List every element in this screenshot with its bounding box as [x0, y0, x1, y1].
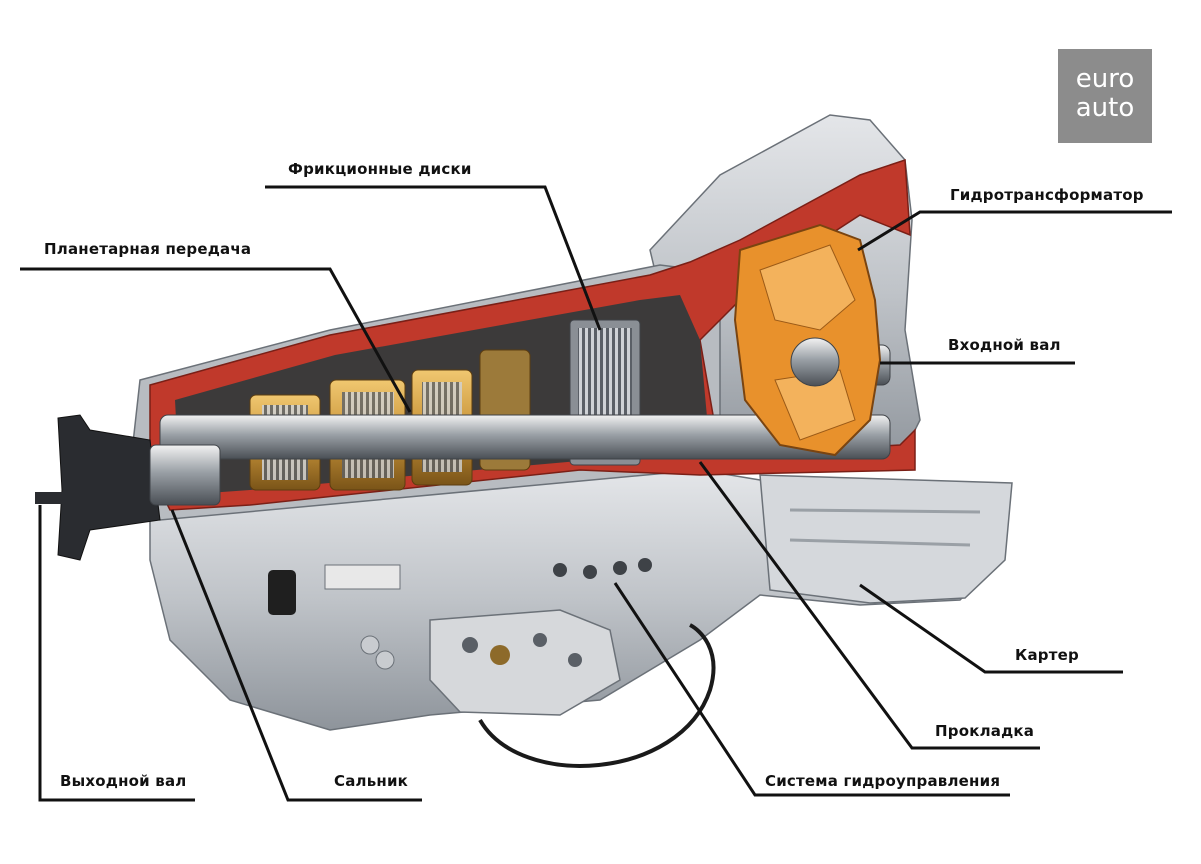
label-gasket: Прокладка	[935, 722, 1035, 740]
oil-pan	[759, 474, 1013, 604]
label-friction-discs: Фрикционные диски	[288, 160, 472, 178]
leader-oil-pan	[859, 583, 1123, 674]
output-flange	[35, 414, 221, 561]
main-shaft	[159, 414, 891, 460]
leader-output-shaft	[38, 505, 195, 802]
logo-line-2: auto	[1075, 93, 1135, 123]
torque-converter	[733, 223, 882, 457]
leader-hydraulic-control	[613, 582, 1010, 797]
label-torque-converter: Гидротрансформатор	[950, 186, 1144, 204]
hydraulic-control-unit	[268, 558, 716, 768]
label-output-shaft: Выходной вал	[60, 772, 187, 790]
label-input-shaft: Входной вал	[948, 336, 1061, 354]
leader-torque-converter	[857, 210, 1172, 252]
leader-gasket	[698, 461, 1040, 750]
label-hydraulic-control: Система гидроуправления	[765, 772, 1001, 790]
label-oil-pan: Картер	[1015, 646, 1079, 664]
label-oil-seal: Сальник	[334, 772, 409, 790]
leader-lines	[20, 185, 1172, 802]
leader-oil-seal	[170, 509, 422, 802]
leader-friction-discs	[265, 185, 602, 331]
logo-line-1: euro	[1075, 64, 1135, 94]
leader-planetary-gear	[20, 267, 412, 413]
euroauto-logo: euro auto	[1058, 49, 1152, 143]
label-planetary-gear: Планетарная передача	[44, 240, 252, 258]
